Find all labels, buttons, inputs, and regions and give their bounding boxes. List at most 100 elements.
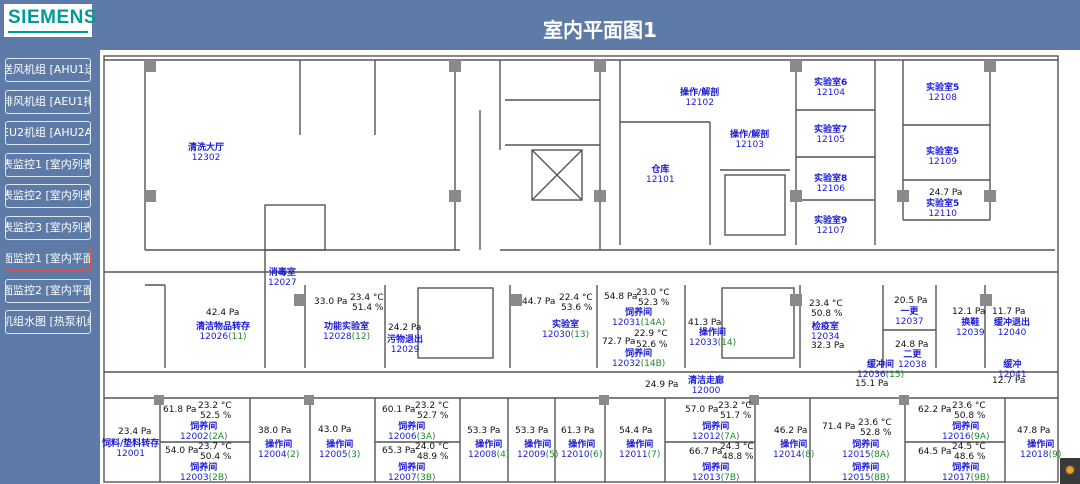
room-suffix: (2) [286, 450, 300, 460]
sensor-reading: 50.8 % [811, 309, 843, 319]
settings-gear-icon[interactable]: ✹ [1060, 458, 1080, 484]
room-id: 12041 [998, 370, 1027, 380]
room-suffix: (6) [589, 450, 603, 460]
room-name: 操作间 [265, 440, 293, 450]
nav-button-7[interactable]: 面监控1 [室内平面监控1] [5, 247, 91, 271]
room-suffix: (9B) [970, 473, 990, 483]
room-id: 12016 [942, 432, 971, 442]
room-suffix: (3B) [416, 473, 436, 483]
room-id: 12015 [842, 473, 871, 483]
room-name: 实验室7 [814, 125, 848, 135]
room-id: 12012 [692, 432, 721, 442]
nav-button-2[interactable]: 排风机组 [AEU1排风机组] [5, 89, 91, 114]
room-id-line: 12009(5) [517, 450, 558, 460]
page-title: 室内平面图1 [543, 18, 657, 42]
room-id: 12110 [928, 209, 957, 219]
nav-button-3[interactable]: EU2机组 [AHU2AEU2机组] [5, 121, 91, 145]
room-id: 12028 [323, 332, 352, 342]
logo-underline [8, 31, 88, 33]
sensor-reading: 23.6 °C [858, 418, 892, 428]
room-id-line: 12101 [646, 175, 675, 185]
nav-button-9[interactable]: 机组水图 [热泵机组水图] [5, 310, 91, 334]
sensor-reading: 52.5 % [200, 411, 232, 421]
sensor-reading: 23.6 °C [952, 401, 986, 411]
room-name: 一更 [900, 307, 919, 317]
pass-box [417, 287, 494, 359]
room-id: 12013 [692, 473, 721, 483]
room-id: 12034 [811, 332, 840, 342]
room-suffix: (2A) [208, 432, 228, 442]
column [984, 190, 996, 202]
sensor-reading: 23.4 °C [350, 293, 384, 303]
sensor-reading: 62.2 Pa [918, 405, 952, 415]
room-id-line: 12038 [898, 360, 927, 370]
sensor-reading: 23.2 °C [198, 401, 232, 411]
column [790, 190, 802, 202]
room-suffix: (8A) [870, 450, 890, 460]
sensor-reading: 24.0 °C [415, 442, 449, 452]
room-id: 12031 [612, 318, 641, 328]
room-suffix: (2B) [208, 473, 228, 483]
sensor-reading: 61.8 Pa [163, 405, 197, 415]
room-id: 12302 [191, 153, 221, 163]
nav-button-1[interactable]: 送风机组 [AHU1送风机组] [5, 58, 91, 82]
sensor-reading: 23.2 °C [415, 401, 449, 411]
room-id: 12008 [468, 450, 497, 460]
room-id: 12032 [612, 359, 641, 369]
room-id: 12003 [180, 473, 209, 483]
room-id-line: 12029 [387, 345, 423, 355]
nav-button-4[interactable]: 表监控1 [室内列表监控1] [5, 152, 91, 177]
room-name: 操作间 [780, 440, 808, 450]
room-id-line: 12031(14A) [612, 318, 665, 328]
